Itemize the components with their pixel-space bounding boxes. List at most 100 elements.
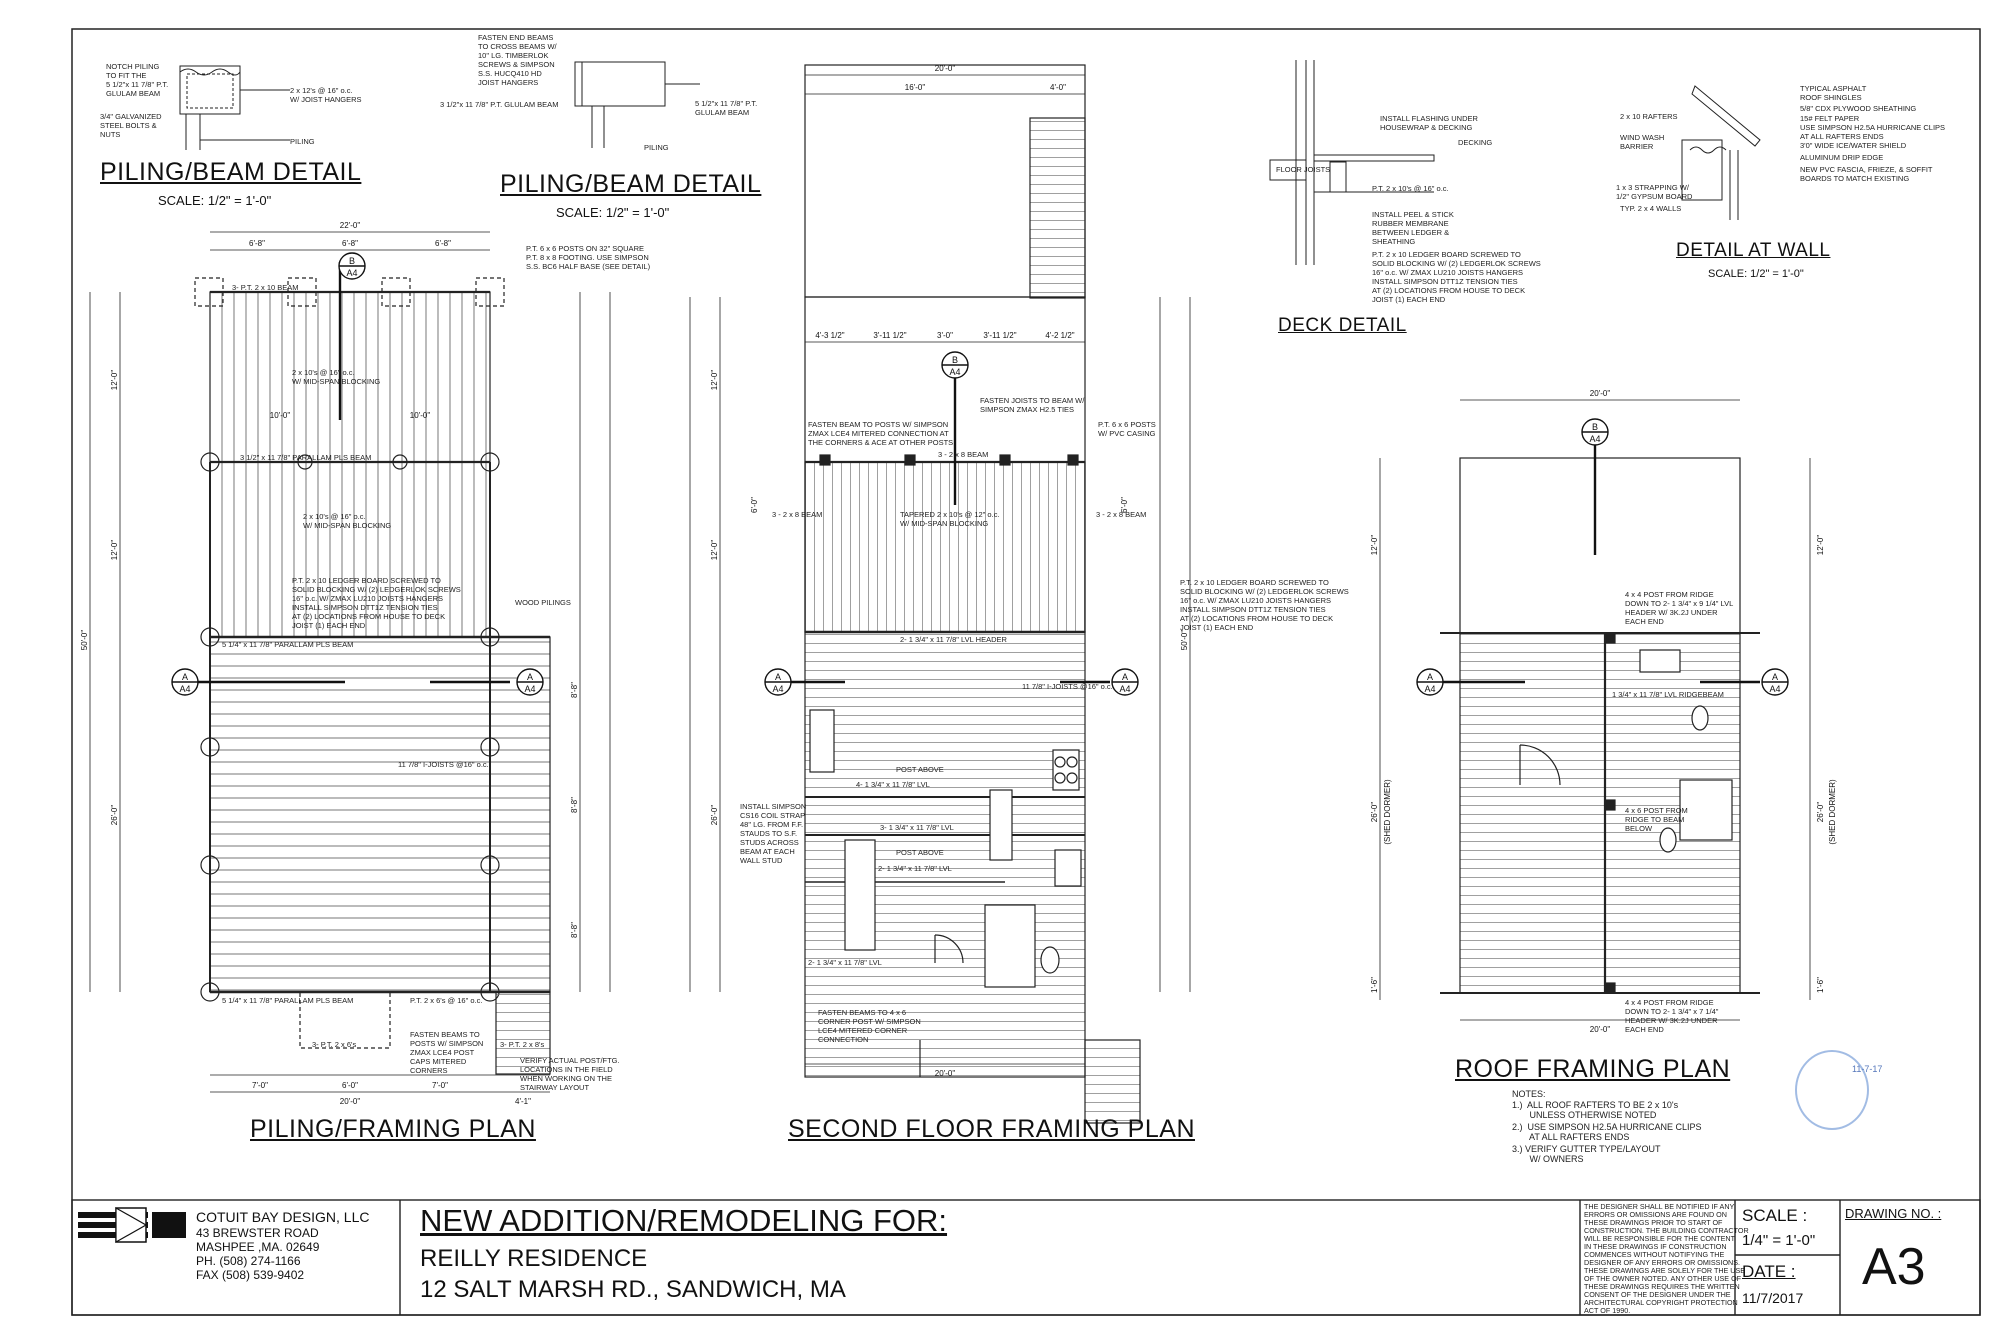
stamp-signature-date: 11-7-17 <box>1852 1064 1883 1074</box>
roof-note: 2.) USE SIMPSON H2.5A HURRICANE CLIPS AT… <box>1512 1122 1702 1142</box>
detail-note: P.T. 2 x 10's @ 16" o.c. <box>1372 184 1449 193</box>
plan-note: 4 x 4 POST FROM RIDGE DOWN TO 2- 1 3/4" … <box>1625 998 1719 1034</box>
detail-note: NEW PVC FASCIA, FRIEZE, & SOFFIT BOARDS … <box>1800 165 1933 183</box>
dimension-text: 26'-0" <box>110 805 119 826</box>
plan-note: 4- 1 3/4" x 11 7/8" LVL <box>856 780 930 789</box>
detail-scale: SCALE: 1/2" = 1'-0" <box>1708 268 1804 280</box>
drawing-number: A3 <box>1862 1238 1926 1296</box>
detail-note: 2 x 12's @ 16" o.c. W/ JOIST HANGERS <box>290 86 362 104</box>
detail-note: 3 1/2"x 11 7/8" P.T. GLULAM BEAM <box>440 100 559 109</box>
company-address1: 43 BREWSTER ROAD <box>196 1226 319 1240</box>
section-sheet: A4 <box>346 268 357 278</box>
plan-note: 3 1/2" x 11 7/8" PARALLAM PLS BEAM <box>240 453 372 462</box>
section-letter: A <box>527 672 533 682</box>
plan-note: WOOD PILINGS <box>515 598 571 607</box>
plan-note: P.T. 6 x 6 POSTS ON 32" SQUARE P.T. 8 x … <box>526 244 651 271</box>
dimension-text: 1'-6" <box>1370 977 1379 993</box>
section-sheet: A4 <box>1119 684 1130 694</box>
detail-title: PILING/BEAM DETAIL <box>500 170 762 198</box>
plan-note: P.T. 6 x 6 POSTS W/ PVC CASING <box>1098 420 1156 438</box>
company-name: COTUIT BAY DESIGN, LLC <box>196 1209 370 1225</box>
section-sheet: A4 <box>179 684 190 694</box>
detail-note: INSTALL PEEL & STICK RUBBER MEMBRANE BET… <box>1372 210 1454 246</box>
dimension-text: 4'-3 1/2" <box>815 331 844 340</box>
plan-note: 2- 1 3/4" x 11 7/8" LVL HEADER <box>900 635 1007 644</box>
section-letter: A <box>1122 672 1128 682</box>
scale-value: 1/4" = 1'-0" <box>1742 1232 1816 1249</box>
scale-label: SCALE : <box>1742 1206 1808 1225</box>
detail-note: 1 x 3 STRAPPING W/ 1/2" GYPSUM BOARD <box>1616 183 1693 201</box>
detail-note: TYPICAL ASPHALT ROOF SHINGLES <box>1800 84 1867 102</box>
piling-framing-plan-graphic <box>89 231 611 1093</box>
project-title: NEW ADDITION/REMODELING FOR: <box>420 1203 948 1238</box>
plan-note: 3- P.T. 2 x 10 BEAM <box>232 283 299 292</box>
dimension-text: 8'-8" <box>570 922 579 938</box>
detail-note: 3/4" GALVANIZED STEEL BOLTS & NUTS <box>100 112 162 139</box>
detail-note: USE SIMPSON H2.5A HURRICANE CLIPS AT ALL… <box>1800 123 1946 141</box>
section-sheet: A4 <box>1589 434 1600 444</box>
company-phone: PH. (508) 274-1166 <box>196 1254 301 1268</box>
dimension-text: 3'-11 1/2" <box>983 331 1016 340</box>
plan-note: P.T. 2 x 10 LEDGER BOARD SCREWED TO SOLI… <box>1180 578 1349 632</box>
plan-note: 2 x 10's @ 16" o.c. W/ MID-SPAN BLOCKING <box>292 368 381 386</box>
dimension-text: 6'-8" <box>342 239 358 248</box>
detail-note: DECKING <box>1458 138 1493 147</box>
plan-note: POST ABOVE <box>896 848 944 857</box>
detail-note: TYP. 2 x 4 WALLS <box>1620 204 1682 213</box>
detail-note: PILING <box>290 137 315 146</box>
detail-title: DETAIL AT WALL <box>1676 240 1831 261</box>
dimension-text: 12'-0" <box>110 370 119 391</box>
dimension-text: 26'-0" <box>1370 802 1379 823</box>
section-sheet: A4 <box>524 684 535 694</box>
plan-note: 3 - 2 x 8 BEAM <box>772 510 823 519</box>
company-logo <box>78 1206 186 1244</box>
dimension-text: 6'-0" <box>750 497 759 513</box>
plan-note: FASTEN BEAMS TO POSTS W/ SIMPSON ZMAX LC… <box>410 1030 484 1075</box>
dormer-label: (SHED DORMER) <box>1828 779 1837 845</box>
detail-note: NOTCH PILING TO FIT THE 5 1/2"x 11 7/8" … <box>106 62 169 98</box>
dimension-text: 20'-0" <box>340 1097 361 1106</box>
dimension-text: 8'-8" <box>570 682 579 698</box>
plan-note: 2- 1 3/4" x 11 7/8" LVL <box>808 958 882 967</box>
roof-note: 1.) ALL ROOF RAFTERS TO BE 2 x 10's UNLE… <box>1512 1100 1679 1120</box>
company-address2: MASHPEE ,MA. 02649 <box>196 1240 320 1254</box>
dimension-text: 16'-0" <box>905 83 926 92</box>
dimension-text: 12'-0" <box>1370 535 1379 556</box>
plan-note: FASTEN JOISTS TO BEAM W/ SIMPSON ZMAX H2… <box>980 396 1085 414</box>
plan-note: P.T. 2 x 10 LEDGER BOARD SCREWED TO SOLI… <box>292 576 461 630</box>
detail-note: PILING <box>644 143 669 152</box>
section-letter: B <box>1592 422 1598 432</box>
detail-title: DECK DETAIL <box>1278 315 1407 336</box>
client-name: REILLY RESIDENCE <box>420 1245 648 1272</box>
dimension-text: 6'-8" <box>435 239 451 248</box>
section-marker <box>171 252 1789 696</box>
dimension-text: 4'-0" <box>1050 83 1066 92</box>
section-letter: B <box>952 355 958 365</box>
dimension-text: 3'-11 1/2" <box>873 331 906 340</box>
plan-note: 3- P.T. 2 x 8's <box>500 1040 545 1049</box>
dormer-label: (SHED DORMER) <box>1383 779 1392 845</box>
section-sheet: A4 <box>1769 684 1780 694</box>
dimension-text: 4'-1" <box>515 1097 531 1106</box>
plan-note: 2 x 10's @ 16" o.c. W/ MID-SPAN BLOCKING <box>303 512 392 530</box>
section-sheet: A4 <box>772 684 783 694</box>
dimension-text: 6'-0" <box>342 1081 358 1090</box>
plan-note: 3- 1 3/4" x 11 7/8" LVL <box>880 823 954 832</box>
dimension-text: 20'-0" <box>1590 389 1611 398</box>
plan-title: ROOF FRAMING PLAN <box>1455 1055 1731 1083</box>
plan-note: 11 7/8" I-JOISTS @16" o.c. <box>398 760 489 769</box>
dimension-text: 20'-0" <box>1590 1025 1611 1034</box>
dimension-text: 20'-0" <box>935 1069 956 1078</box>
piling-beam-detail-2-graphic <box>574 61 700 148</box>
dimension-text: 4'-2 1/2" <box>1045 331 1074 340</box>
detail-note: 5/8" CDX PLYWOOD SHEATHING <box>1800 104 1917 113</box>
section-sheet: A4 <box>949 367 960 377</box>
title-block-frame <box>71 1199 1981 1316</box>
plan-note: VERIFY ACTUAL POST/FTG. LOCATIONS IN THE… <box>520 1056 620 1092</box>
section-letter: A <box>182 672 188 682</box>
plan-title: PILING/FRAMING PLAN <box>250 1115 536 1143</box>
detail-note: INSTALL FLASHING UNDER HOUSEWRAP & DECKI… <box>1380 114 1478 132</box>
plan-note: 3 - 2 x 8 BEAM <box>1096 510 1147 519</box>
disclaimer-text: THE DESIGNER SHALL BE NOTIFIED IF ANY ER… <box>1584 1202 1749 1315</box>
dimension-text: 12'-0" <box>110 540 119 561</box>
